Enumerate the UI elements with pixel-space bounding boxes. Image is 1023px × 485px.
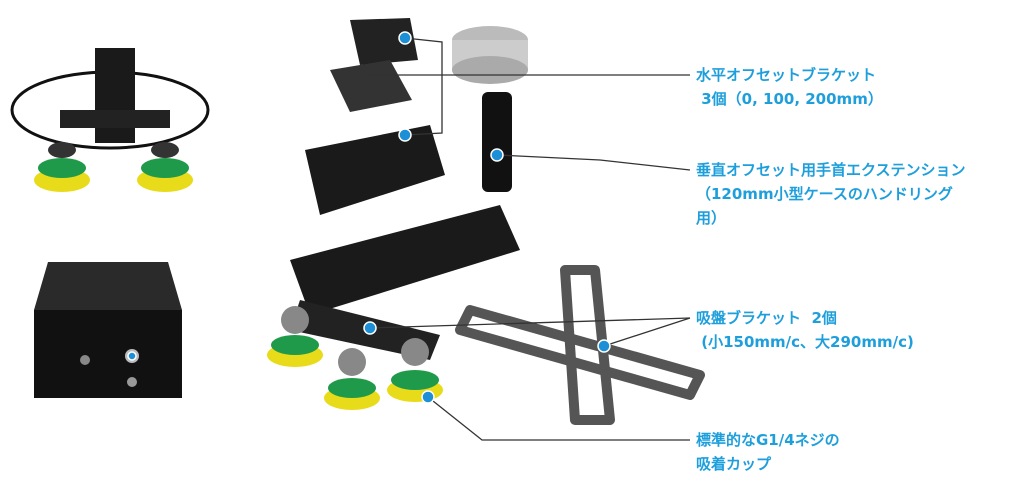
label-suction-cup: 標準的なG1/4ネジの 吸着カップ: [696, 428, 840, 476]
label-line: 3個（0, 100, 200mm）: [696, 90, 883, 108]
callout-dot: [597, 339, 611, 353]
label-line: 水平オフセットブラケット: [696, 66, 877, 84]
exploded-parts-image: [267, 18, 705, 425]
callout-dot: [421, 390, 435, 404]
callout-lines: [365, 37, 691, 441]
label-line: （120mm小型ケースのハンドリング: [696, 185, 953, 203]
callout-dot: [127, 351, 137, 361]
label-line: 吸着カップ: [696, 455, 772, 473]
label-vertical-extension: 垂直オフセット用手首エクステンション （120mm小型ケースのハンドリング 用）: [696, 158, 966, 230]
callout-dot: [490, 148, 504, 162]
callout-dots: [127, 31, 611, 404]
label-line: (小150mm/c、大290mm/c): [696, 333, 914, 351]
label-suction-bracket: 吸盤ブラケット 2個 (小150mm/c、大290mm/c): [696, 306, 914, 354]
callout-dot: [363, 321, 377, 335]
callout-dot: [398, 31, 412, 45]
label-line: 垂直オフセット用手首エクステンション: [696, 161, 966, 179]
assembled-gripper-image: [10, 48, 210, 192]
controller-box-image: [34, 262, 182, 398]
callout-dot: [398, 128, 412, 142]
label-horizontal-bracket: 水平オフセットブラケット 3個（0, 100, 200mm）: [696, 63, 883, 111]
label-line: 標準的なG1/4ネジの: [696, 431, 840, 449]
label-line: 吸盤ブラケット 2個: [696, 309, 837, 327]
label-line: 用）: [696, 209, 727, 227]
